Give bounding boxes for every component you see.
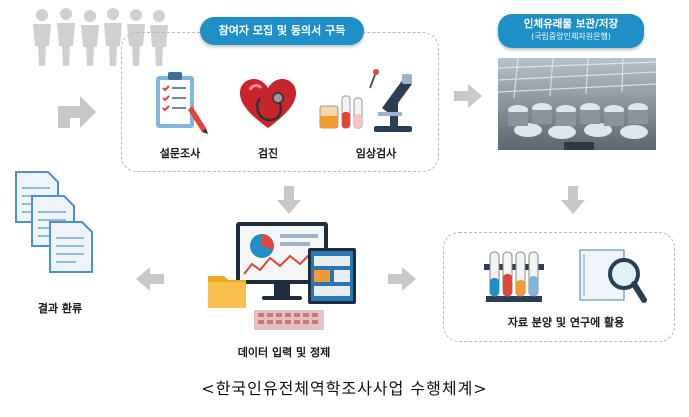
recruit-title: 참여자 모집 및 동의서 구득 (200, 17, 364, 45)
heart-stethoscope-icon (236, 76, 300, 136)
arrow-bent-right (52, 84, 98, 130)
clinical-test-label: 임상검사 (355, 147, 397, 160)
arrow-right-2 (386, 266, 418, 292)
survey-clipboard-icon (152, 70, 212, 140)
arrow-down-1 (276, 184, 302, 216)
arrow-down-2 (560, 184, 586, 216)
biobank-storage-photo (497, 57, 657, 150)
biobank-subtitle: (국립중앙인체자원은행) (531, 32, 611, 41)
computer-data-icon (200, 218, 360, 338)
arrow-right-1 (452, 83, 484, 109)
research-magnifier-icon (578, 244, 648, 312)
checkup-label: 검진 (257, 147, 279, 160)
analysis-section (443, 232, 675, 342)
arrow-left (134, 266, 166, 292)
results-label: 결과 환류 (37, 302, 83, 315)
analysis-label: 자료 분양 및 연구에 활용 (507, 316, 625, 329)
test-tube-rack-icon (482, 248, 546, 308)
data-entry-label: 데이터 입력 및 정제 (237, 346, 331, 359)
survey-label: 설문조사 (159, 147, 201, 160)
documents-icon (14, 166, 104, 280)
figure-caption: <한국인유전체역학조사사업 수행체계> (201, 379, 488, 398)
microscope-lab-icon (318, 68, 418, 138)
biobank-title: 인체유래물 보관/저장 (523, 18, 619, 30)
biobank-title-pill: 인체유래물 보관/저장 (국립중앙인체자원은행) (498, 14, 644, 48)
